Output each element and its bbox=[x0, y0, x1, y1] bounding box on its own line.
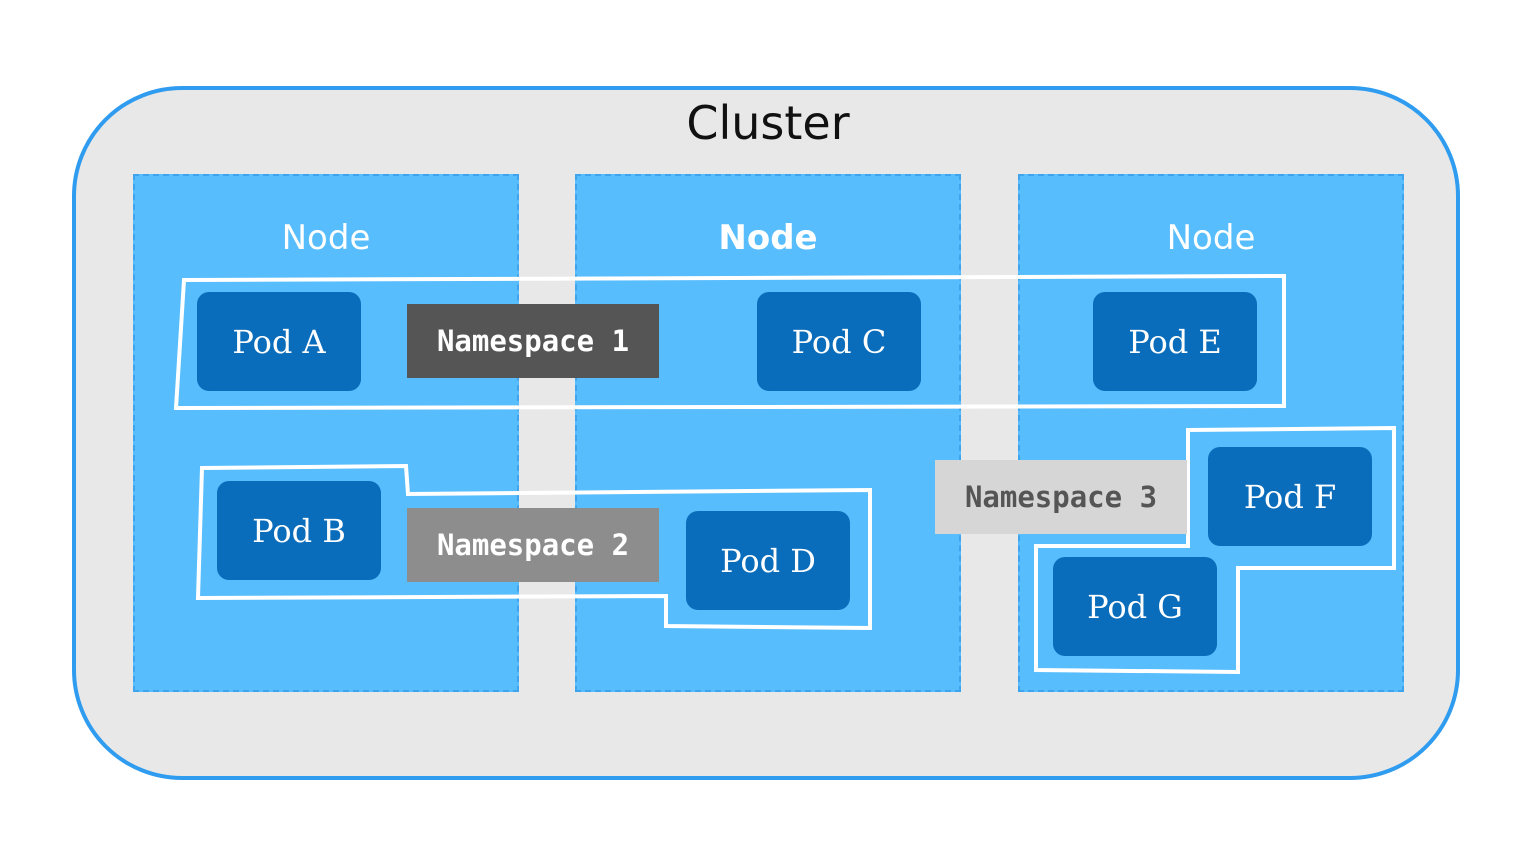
node-1-label: Node bbox=[281, 218, 371, 258]
pod-e: Pod E bbox=[1093, 292, 1257, 391]
pod-f: Pod F bbox=[1208, 447, 1372, 546]
pod-a: Pod A bbox=[197, 292, 361, 391]
pod-g: Pod G bbox=[1053, 557, 1217, 656]
namespace-2-label: Namespace 2 bbox=[407, 508, 659, 582]
pod-b: Pod B bbox=[217, 481, 381, 580]
namespace-3-label: Namespace 3 bbox=[935, 460, 1187, 534]
namespace-1-label: Namespace 1 bbox=[407, 304, 659, 378]
node-3-label: Node bbox=[1166, 218, 1256, 258]
pod-c: Pod C bbox=[757, 292, 921, 391]
node-2-label: Node bbox=[718, 218, 818, 258]
cluster-title: Cluster bbox=[686, 96, 850, 150]
pod-d: Pod D bbox=[686, 511, 850, 610]
